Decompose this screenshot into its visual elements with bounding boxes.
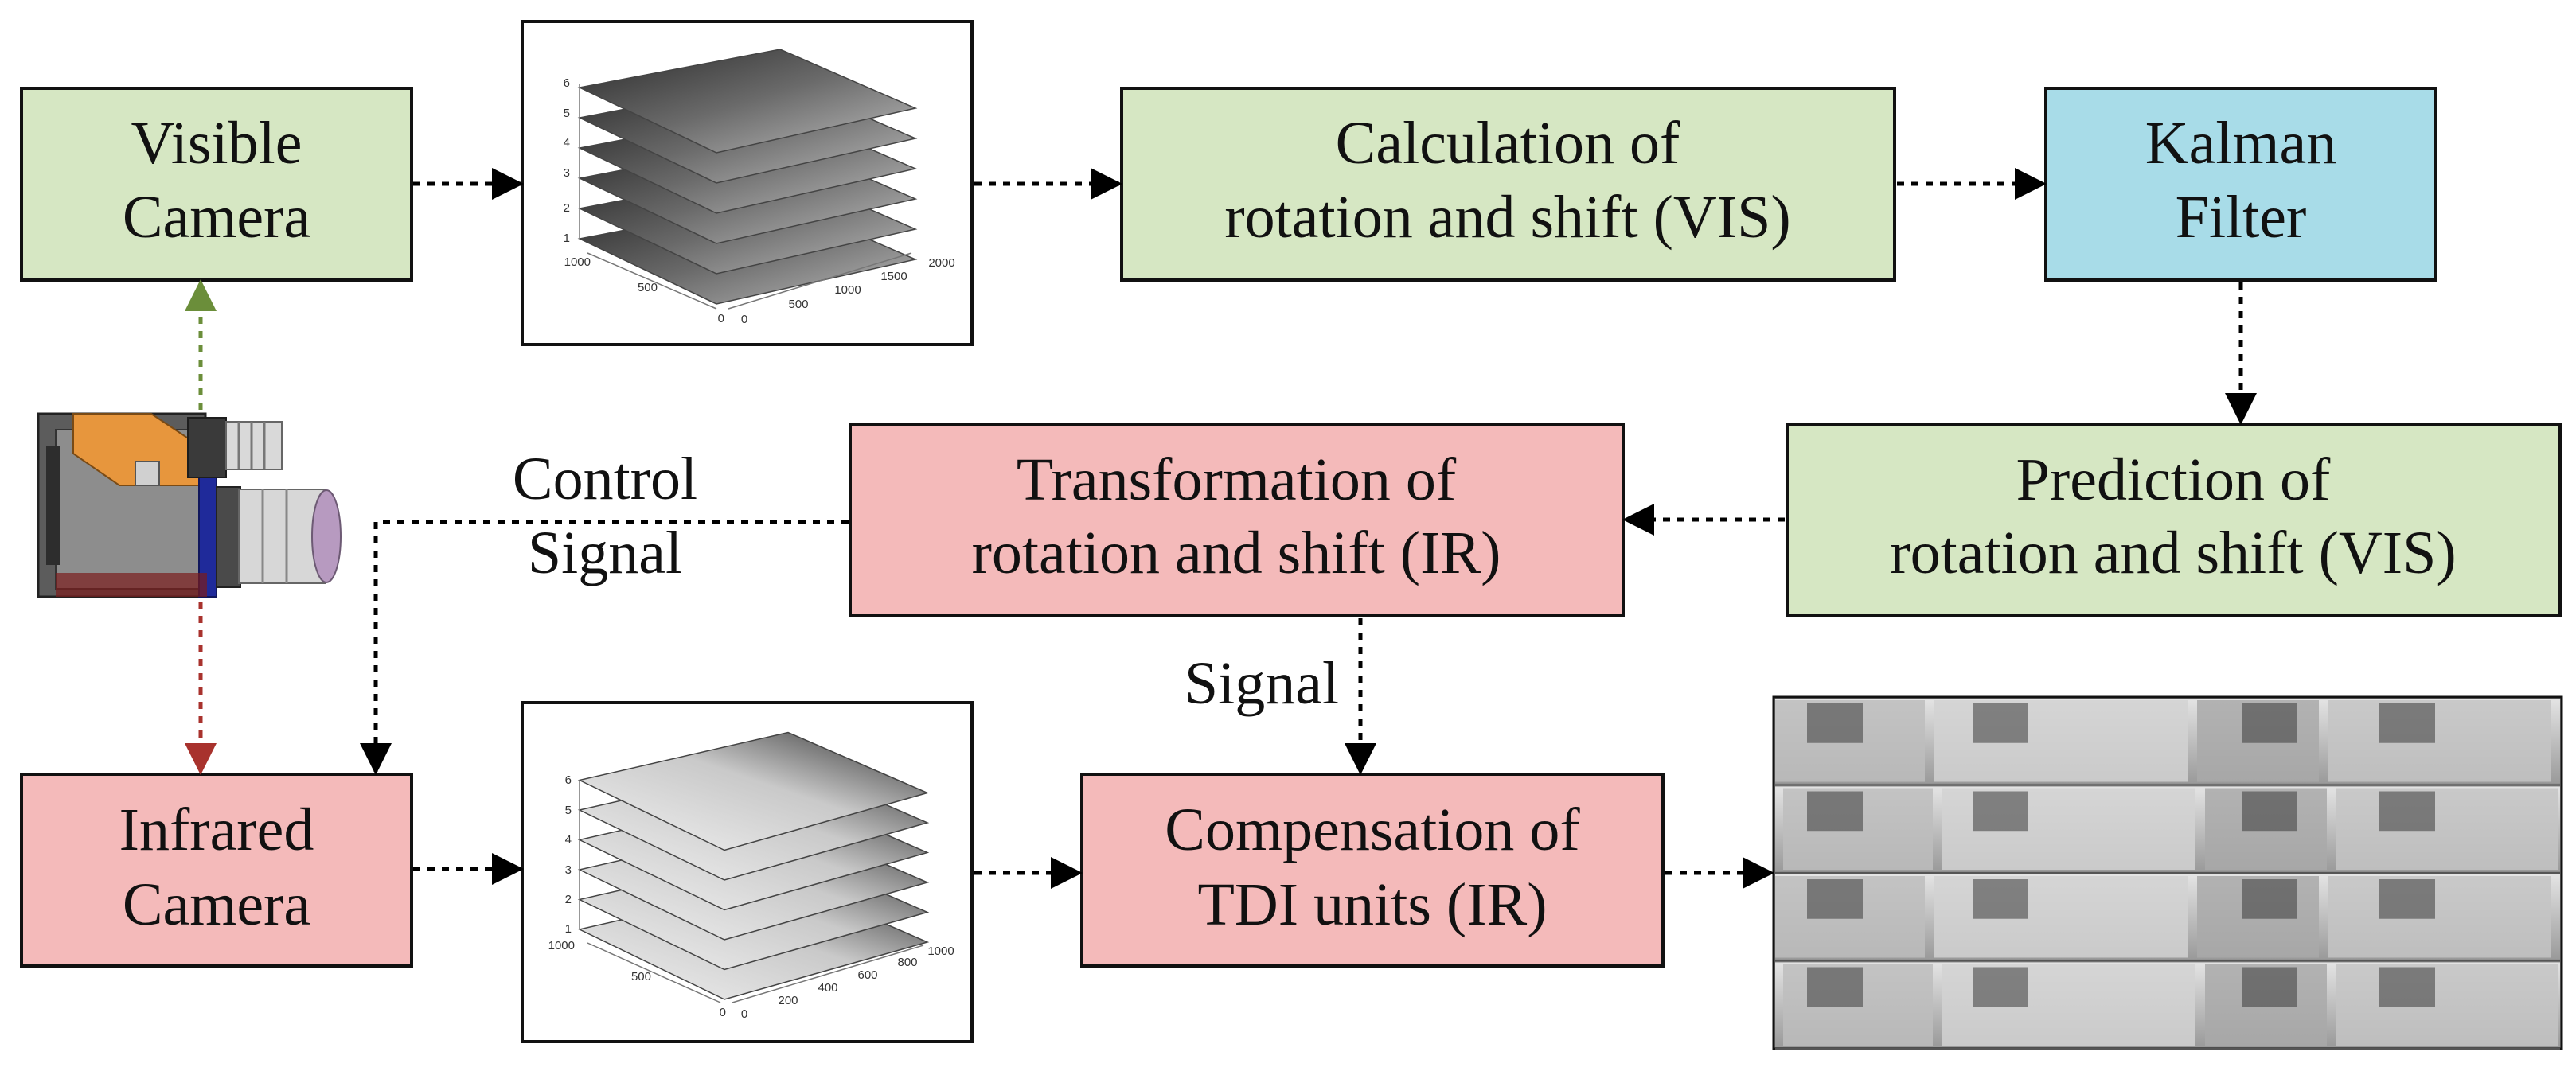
strip-building-block	[1807, 967, 1863, 1007]
kalman-line2: Filter	[2176, 184, 2307, 251]
strip-building-block	[1973, 879, 2028, 919]
vis-x-tick: 2000	[928, 256, 954, 270]
vis-z-tick: 5	[564, 107, 570, 120]
ir-y-axis: 1000 500 0	[548, 939, 726, 1019]
control-signal-label-line1: Control	[513, 446, 697, 512]
ir-x-tick: 1000	[927, 945, 954, 958]
vis-z-tick: 2	[564, 201, 570, 215]
visible-camera-box: Visible Camera	[20, 87, 413, 282]
strip-building-block	[1973, 967, 2028, 1007]
ir-z-tick: 5	[565, 804, 572, 817]
transform-ir-line1: Transformation of	[1017, 446, 1457, 513]
camera-assembly-icon	[37, 412, 342, 598]
ir-y-tick: 1000	[548, 939, 575, 952]
ir-z-tick: 6	[565, 773, 572, 787]
prediction-line2: rotation and shift (VIS)	[1890, 520, 2456, 586]
ir-x-tick: 0	[741, 1007, 747, 1021]
strip-segment	[2328, 700, 2551, 782]
prediction-box: Prediction of rotation and shift (VIS)	[1786, 423, 2562, 617]
ir-y-tick: 500	[631, 970, 651, 983]
vis-y-tick: 500	[638, 281, 658, 294]
kalman-filter-box: Kalman Filter	[2044, 87, 2437, 282]
calc-vis-line2: rotation and shift (VIS)	[1224, 184, 1790, 251]
kalman-line1: Kalman	[2145, 110, 2337, 177]
ir-x-tick: 200	[778, 994, 798, 1007]
vis-y-tick: 1000	[564, 255, 591, 269]
infrared-camera-line2: Camera	[123, 871, 310, 938]
control-signal-label-line2: Signal	[528, 520, 682, 586]
calc-vis-box: Calculation of rotation and shift (VIS)	[1120, 87, 1896, 282]
vis-x-axis: 0 500 1000 1500 2000	[728, 252, 955, 326]
ir-z-tick: 4	[565, 833, 572, 847]
ir-x-tick: 400	[818, 981, 837, 995]
strip-building-block	[2242, 791, 2297, 832]
transform-ir-box: Transformation of rotation and shift (IR…	[849, 423, 1625, 617]
signal-label: Signal	[1185, 650, 1339, 717]
visible-camera-line1: Visible	[131, 110, 302, 177]
strip-building-block	[1973, 791, 2028, 832]
vis-y-tick: 0	[718, 312, 724, 325]
vis-z-tick: 6	[564, 76, 570, 90]
vis-z-tick: 3	[564, 166, 570, 180]
strip-segment	[1934, 876, 2188, 958]
vis-y-axis: 1000 500 0	[564, 252, 724, 325]
strip-building-block	[2379, 703, 2435, 743]
infrared-image-stack: 1 2 3 4 5 6 1000 500 0 0 200 400 600 800…	[521, 701, 974, 1043]
compensation-box: Compensation of TDI units (IR)	[1080, 773, 1665, 968]
strip-segment	[2336, 788, 2558, 870]
vis-x-tick: 500	[788, 298, 808, 311]
ir-x-axis: 0 200 400 600 800 1000	[732, 945, 954, 1021]
infrared-camera-box: Infrared Camera	[20, 773, 413, 968]
vis-image-layer	[577, 49, 918, 154]
vis-z-tick: 4	[564, 136, 570, 150]
calc-vis-line1: Calculation of	[1336, 110, 1680, 177]
strip-segment	[2328, 876, 2551, 958]
strip-building-block	[2242, 967, 2297, 1007]
connector-arrows	[185, 168, 2257, 889]
strip-building-block	[2379, 879, 2435, 919]
strip-segment	[2336, 964, 2558, 1046]
vis-z-axis: 1 2 3 4 5 6	[564, 76, 580, 245]
vis-x-tick: 1000	[834, 283, 861, 297]
strip-building-block	[1807, 791, 1863, 832]
transform-ir-line2: rotation and shift (IR)	[972, 520, 1501, 586]
ir-z-tick: 1	[565, 922, 572, 936]
vis-z-tick: 1	[564, 232, 570, 245]
arrow-transform-to-infrared	[360, 520, 849, 775]
strip-building-block	[2242, 879, 2297, 919]
visible-image-stack: 1 2 3 4 5 6 1000 500 0 0 500 1000 1500 2…	[521, 20, 974, 346]
compensation-line2: TDI units (IR)	[1197, 871, 1547, 938]
ir-y-tick: 0	[720, 1006, 726, 1019]
strip-building-block	[2242, 703, 2297, 743]
ir-z-tick: 3	[565, 863, 572, 877]
infrared-camera-line1: Infrared	[119, 797, 314, 863]
ir-image-layer	[577, 731, 930, 851]
ir-z-axis: 1 2 3 4 5 6	[565, 773, 580, 936]
prediction-line1: Prediction of	[2016, 446, 2331, 513]
ir-x-tick: 800	[897, 956, 917, 969]
strip-segment	[1934, 700, 2188, 782]
vis-x-tick: 0	[741, 313, 747, 326]
ir-z-tick: 2	[565, 893, 572, 906]
strip-building-block	[2379, 967, 2435, 1007]
strip-building-block	[2379, 791, 2435, 832]
strip-building-block	[1807, 703, 1863, 743]
vis-x-tick: 1500	[880, 270, 907, 283]
strip-building-block	[1807, 879, 1863, 919]
visible-camera-line2: Camera	[123, 184, 310, 251]
compensation-line1: Compensation of	[1165, 797, 1580, 863]
strip-building-block	[1973, 703, 2028, 743]
compensated-strip-images	[1772, 695, 2563, 1050]
ir-x-tick: 600	[857, 968, 877, 982]
